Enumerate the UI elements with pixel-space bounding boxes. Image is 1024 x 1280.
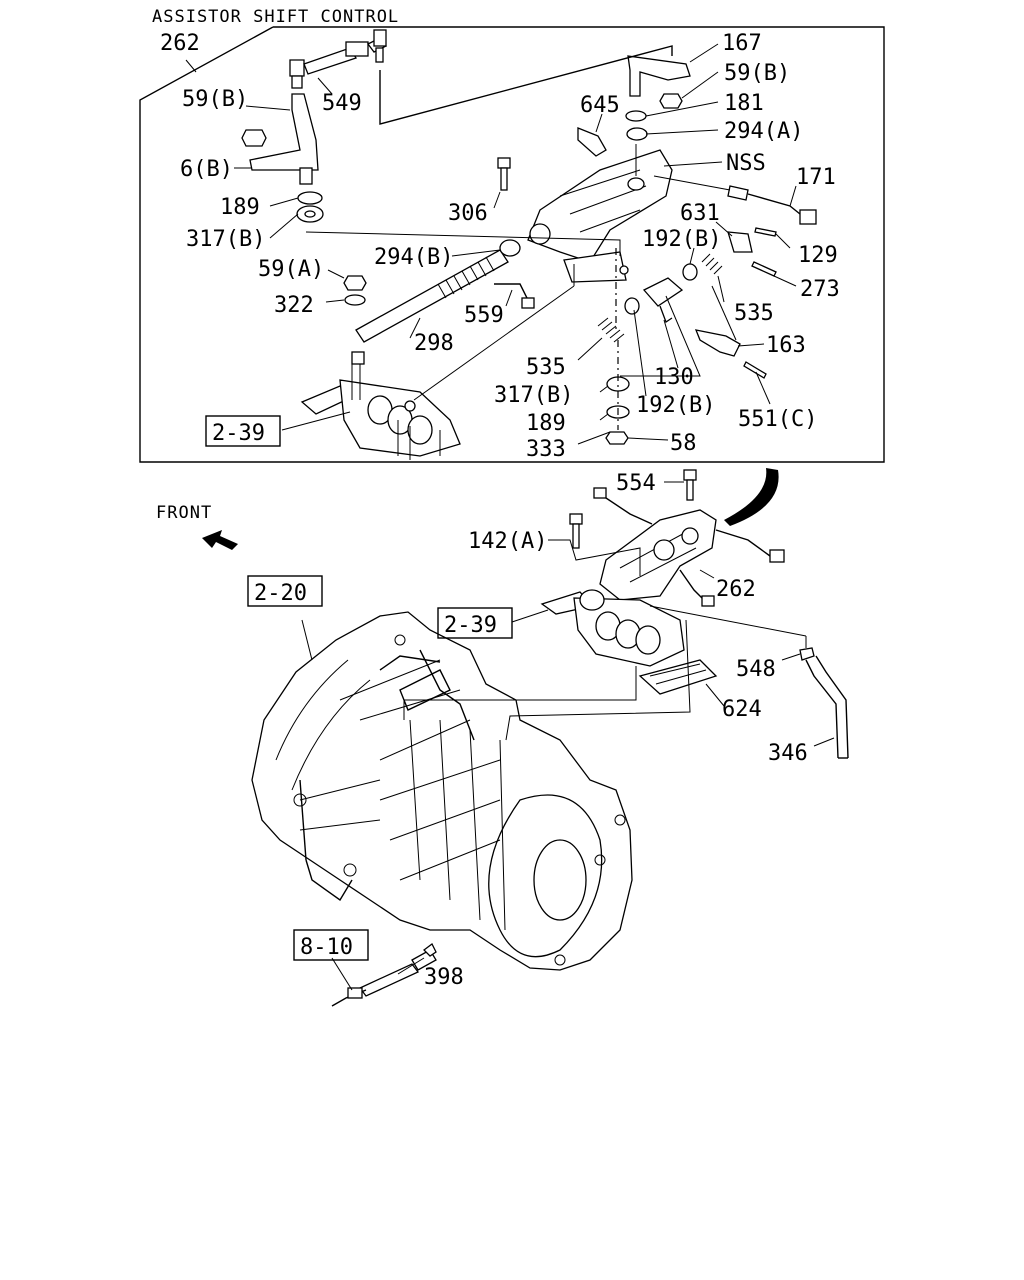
callout-624: 624 bbox=[722, 697, 762, 722]
callout-554: 554 bbox=[616, 471, 656, 496]
callout-535-left: 535 bbox=[526, 355, 566, 380]
callout-398: 398 bbox=[424, 965, 464, 990]
callout-142a: 142(A) bbox=[468, 529, 547, 554]
detail-callout-labels: 262 59(B) 549 6(B) 189 317(B) 59(A) 322 … bbox=[160, 31, 840, 462]
callout-548: 548 bbox=[736, 657, 776, 682]
callout-171: 171 bbox=[796, 165, 836, 190]
callout-262-bottom: 262 bbox=[716, 577, 756, 602]
callout-59b-left: 59(B) bbox=[182, 87, 248, 112]
callout-58: 58 bbox=[670, 431, 697, 456]
callout-129: 129 bbox=[798, 243, 838, 268]
callout-189-left: 189 bbox=[220, 195, 260, 220]
ref-2-39-mid-label: 2-39 bbox=[444, 613, 497, 638]
detail-frame bbox=[139, 26, 885, 463]
callout-549: 549 bbox=[322, 91, 362, 116]
callout-559: 559 bbox=[464, 303, 504, 328]
callout-59b-right: 59(B) bbox=[724, 61, 790, 86]
callout-167: 167 bbox=[722, 31, 762, 56]
callout-645: 645 bbox=[580, 93, 620, 118]
callout-317b-left: 317(B) bbox=[186, 227, 265, 252]
front-arrow-icon bbox=[202, 530, 238, 550]
callout-262-top: 262 bbox=[160, 31, 200, 56]
transmission-housing bbox=[251, 611, 633, 1007]
callout-333: 333 bbox=[526, 437, 566, 462]
ref-box-8-10[interactable]: 8-10 bbox=[293, 929, 369, 961]
assembly-callout-labels: 554 142(A) 262 548 624 346 398 bbox=[424, 471, 808, 990]
detail-linkage-parts bbox=[241, 29, 817, 460]
assembly-leader-lines bbox=[301, 481, 835, 991]
ref-box-2-20[interactable]: 2-20 bbox=[247, 575, 323, 607]
callout-346: 346 bbox=[768, 741, 808, 766]
ref-2-39-top-label: 2-39 bbox=[212, 421, 265, 446]
callout-322: 322 bbox=[274, 293, 314, 318]
callout-294a: 294(A) bbox=[724, 119, 803, 144]
callout-59a: 59(A) bbox=[258, 257, 324, 282]
callout-535-right: 535 bbox=[734, 301, 774, 326]
callout-192b-top: 192(B) bbox=[642, 227, 721, 252]
diagram-title: ASSISTOR SHIFT CONTROL bbox=[152, 7, 399, 27]
front-label: FRONT bbox=[156, 503, 212, 523]
ref-8-10-label: 8-10 bbox=[300, 935, 353, 960]
callout-nss: NSS bbox=[726, 151, 766, 176]
ref-2-20-label: 2-20 bbox=[254, 581, 307, 606]
callout-181: 181 bbox=[724, 91, 764, 116]
callout-294b: 294(B) bbox=[374, 245, 453, 270]
detail-leader-lines bbox=[185, 43, 797, 445]
callout-551c: 551(C) bbox=[738, 407, 817, 432]
callout-273: 273 bbox=[800, 277, 840, 302]
callout-298: 298 bbox=[414, 331, 454, 356]
callout-631: 631 bbox=[680, 201, 720, 226]
callout-130: 130 bbox=[654, 365, 694, 390]
ref-box-2-39-mid[interactable]: 2-39 bbox=[437, 607, 513, 639]
ref-box-2-39-top[interactable]: 2-39 bbox=[205, 415, 281, 447]
callout-306: 306 bbox=[448, 201, 488, 226]
callout-189-bottom: 189 bbox=[526, 411, 566, 436]
callout-317b-bottom: 317(B) bbox=[494, 383, 573, 408]
detail-pointer-arrow bbox=[724, 468, 779, 526]
callout-6b: 6(B) bbox=[180, 157, 233, 182]
assembly-shift-unit bbox=[540, 469, 849, 759]
callout-192b-bottom: 192(B) bbox=[636, 393, 715, 418]
callout-163: 163 bbox=[766, 333, 806, 358]
